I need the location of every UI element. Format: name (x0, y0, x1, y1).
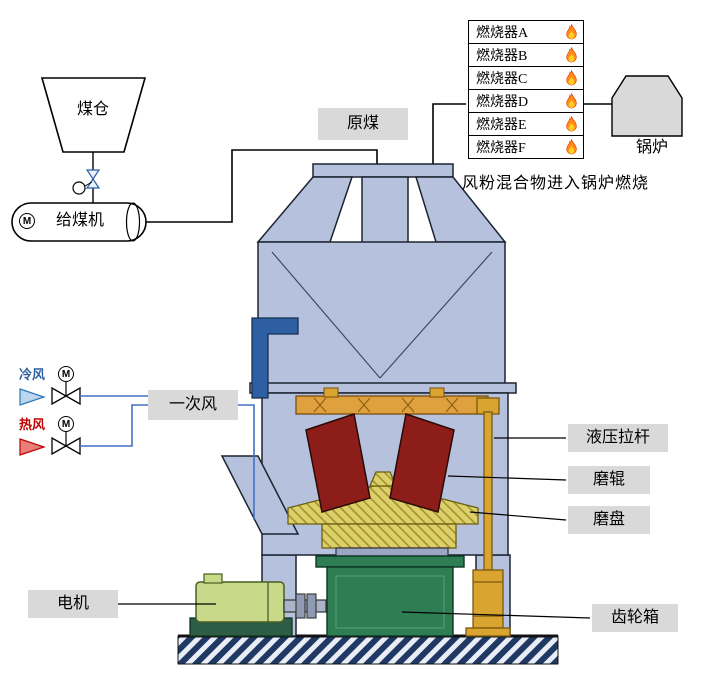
boiler-shape (611, 75, 683, 137)
coupling (295, 593, 306, 619)
burner-row: 燃烧器C (468, 66, 584, 90)
burner-row: 燃烧器A (468, 20, 584, 44)
burner-label: 燃烧器C (476, 72, 528, 87)
burner-label: 燃烧器B (476, 49, 528, 64)
valve-icon (51, 386, 68, 406)
primary-air-drop-line (238, 404, 255, 520)
feed-chute (220, 455, 300, 535)
flame-icon (565, 46, 578, 64)
burner-row: 燃烧器B (468, 43, 584, 67)
hot-air-arrow-icon (19, 438, 46, 456)
sensor-icon (72, 181, 86, 195)
cold-air-inlet (19, 381, 81, 406)
ground-hatch (177, 634, 559, 665)
burner-label: 燃烧器A (476, 26, 529, 41)
flame-icon (565, 92, 578, 110)
gearbox-shape (315, 555, 465, 637)
coal-bunker-label: 煤仓 (76, 101, 109, 118)
boiler-label: 锅炉 (635, 139, 668, 156)
burner-label: 燃烧器F (476, 141, 526, 156)
primary-air-lines (80, 395, 148, 447)
hydraulic-assembly (465, 397, 511, 637)
coal-feeder-label: 给煤机 (55, 212, 104, 229)
valve-icon (51, 436, 68, 456)
cold-valve-motor-icon: M (58, 366, 74, 382)
cold-air-label: 冷风 (18, 367, 45, 382)
raw-coal-line (146, 149, 378, 223)
grinding-roller-label: 磨辊 (568, 466, 650, 494)
feeder-motor-icon: M (19, 213, 35, 229)
flame-icon (565, 138, 578, 156)
mill-to-burners-line (432, 103, 466, 164)
motor-shape (189, 573, 327, 637)
mixture-note: 风粉混合物进入锅炉燃烧 (462, 175, 650, 192)
coal-feeder-shape (11, 202, 147, 242)
bunker-feeder-line (72, 152, 101, 203)
burner-row: 燃烧器F (468, 135, 584, 159)
gearbox-label: 齿轮箱 (592, 604, 678, 632)
rocker-beam (295, 387, 489, 415)
grinding-disc-label: 磨盘 (568, 506, 650, 534)
hot-air-label: 热风 (18, 417, 45, 432)
burner-row: 燃烧器D (468, 89, 584, 113)
leader-lines (118, 437, 591, 619)
coal-bunker-shape (40, 77, 147, 153)
burner-row: 燃烧器E (468, 112, 584, 136)
hot-air-inlet (19, 431, 81, 456)
grinding-rollers (305, 413, 455, 513)
hydraulic-rod-label: 液压拉杆 (568, 424, 668, 452)
burner-label: 燃烧器E (476, 118, 527, 133)
raw-coal-label: 原煤 (318, 108, 408, 140)
burner-list: 燃烧器A 燃烧器B 燃烧器C 燃烧器D 燃烧器E 燃烧器F (468, 20, 584, 159)
coupling (306, 593, 317, 619)
grinding-table (287, 471, 479, 549)
seal-air-pipe (251, 317, 299, 399)
cold-air-arrow-icon (19, 388, 46, 406)
primary-air-label: 一次风 (148, 390, 238, 420)
flame-icon (565, 115, 578, 133)
motor-label: 电机 (28, 590, 118, 618)
flame-icon (565, 69, 578, 87)
burner-label: 燃烧器D (476, 95, 529, 110)
flame-icon (565, 23, 578, 41)
hot-valve-motor-icon: M (58, 416, 74, 432)
